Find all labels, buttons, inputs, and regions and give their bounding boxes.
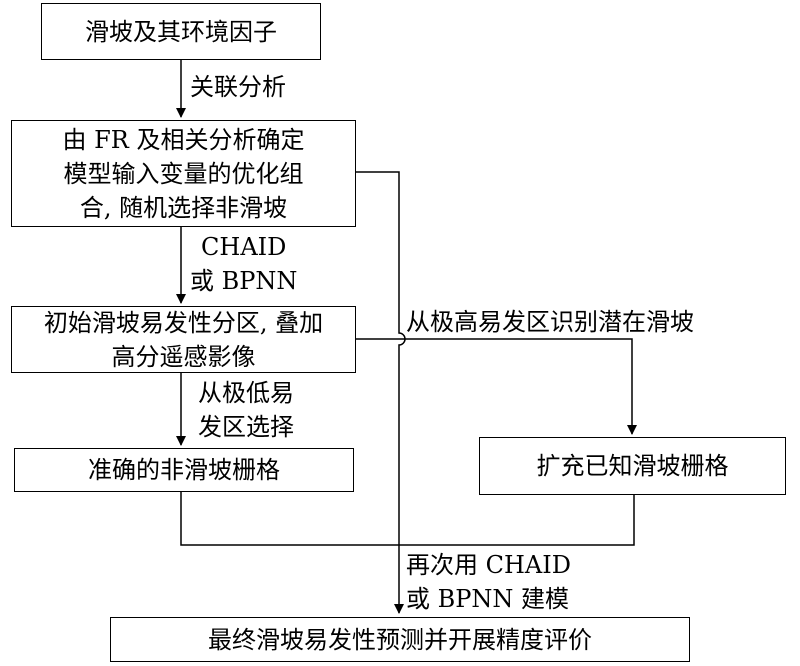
- label-model-again-line-2: 或 BPNN 建模: [406, 585, 570, 613]
- node-landslide-factors-text: 滑坡及其环境因子: [85, 17, 277, 46]
- label-from-low-line-2: 发区选择: [198, 413, 294, 441]
- label-model-first-line-2: 或 BPNN: [190, 267, 298, 295]
- label-model-first-line-1: CHAID: [201, 233, 287, 261]
- node-final-prediction-text: 最终滑坡易发性预测并开展精度评价: [208, 625, 592, 654]
- node-initial-zoning: 初始滑坡易发性分区, 叠加 高分遥感影像: [11, 306, 356, 373]
- node-accurate-nonslide: 准确的非滑坡栅格: [14, 448, 354, 492]
- node-optimize-inputs-line-2: 模型输入变量的优化组: [63, 159, 304, 188]
- node-final-prediction: 最终滑坡易发性预测并开展精度评价: [110, 617, 690, 662]
- line-merge-to-final: [180, 492, 635, 546]
- arrow-optimize-to-final: [356, 171, 406, 614]
- label-correlation-analysis: 关联分析: [190, 73, 286, 101]
- label-model-again-line-1: 再次用 CHAID: [406, 551, 571, 579]
- node-expand-known: 扩充已知滑坡栅格: [479, 437, 786, 495]
- node-accurate-nonslide-text: 准确的非滑坡栅格: [88, 456, 280, 484]
- label-from-low-line-1: 从极低易: [198, 379, 294, 407]
- label-model-again: 再次用 CHAID 或 BPNN 建模: [406, 548, 571, 616]
- label-from-low: 从极低易 发区选择: [198, 376, 294, 444]
- node-optimize-inputs: 由 FR 及相关分析确定 模型输入变量的优化组 合, 随机选择非滑坡: [11, 120, 356, 227]
- arrow-initial-to-expand: [356, 338, 637, 435]
- node-initial-zoning-line-1: 初始滑坡易发性分区, 叠加: [43, 308, 324, 337]
- node-optimize-inputs-line-1: 由 FR 及相关分析确定: [62, 125, 305, 154]
- node-initial-zoning-line-2: 高分遥感影像: [111, 342, 256, 371]
- node-expand-known-text: 扩充已知滑坡栅格: [536, 452, 729, 480]
- node-landslide-factors: 滑坡及其环境因子: [41, 3, 321, 60]
- node-optimize-inputs-line-3: 合, 随机选择非滑坡: [79, 193, 288, 222]
- label-from-high: 从极高易发区识别潜在滑坡: [406, 308, 694, 336]
- label-model-first: CHAID 或 BPNN: [190, 230, 297, 298]
